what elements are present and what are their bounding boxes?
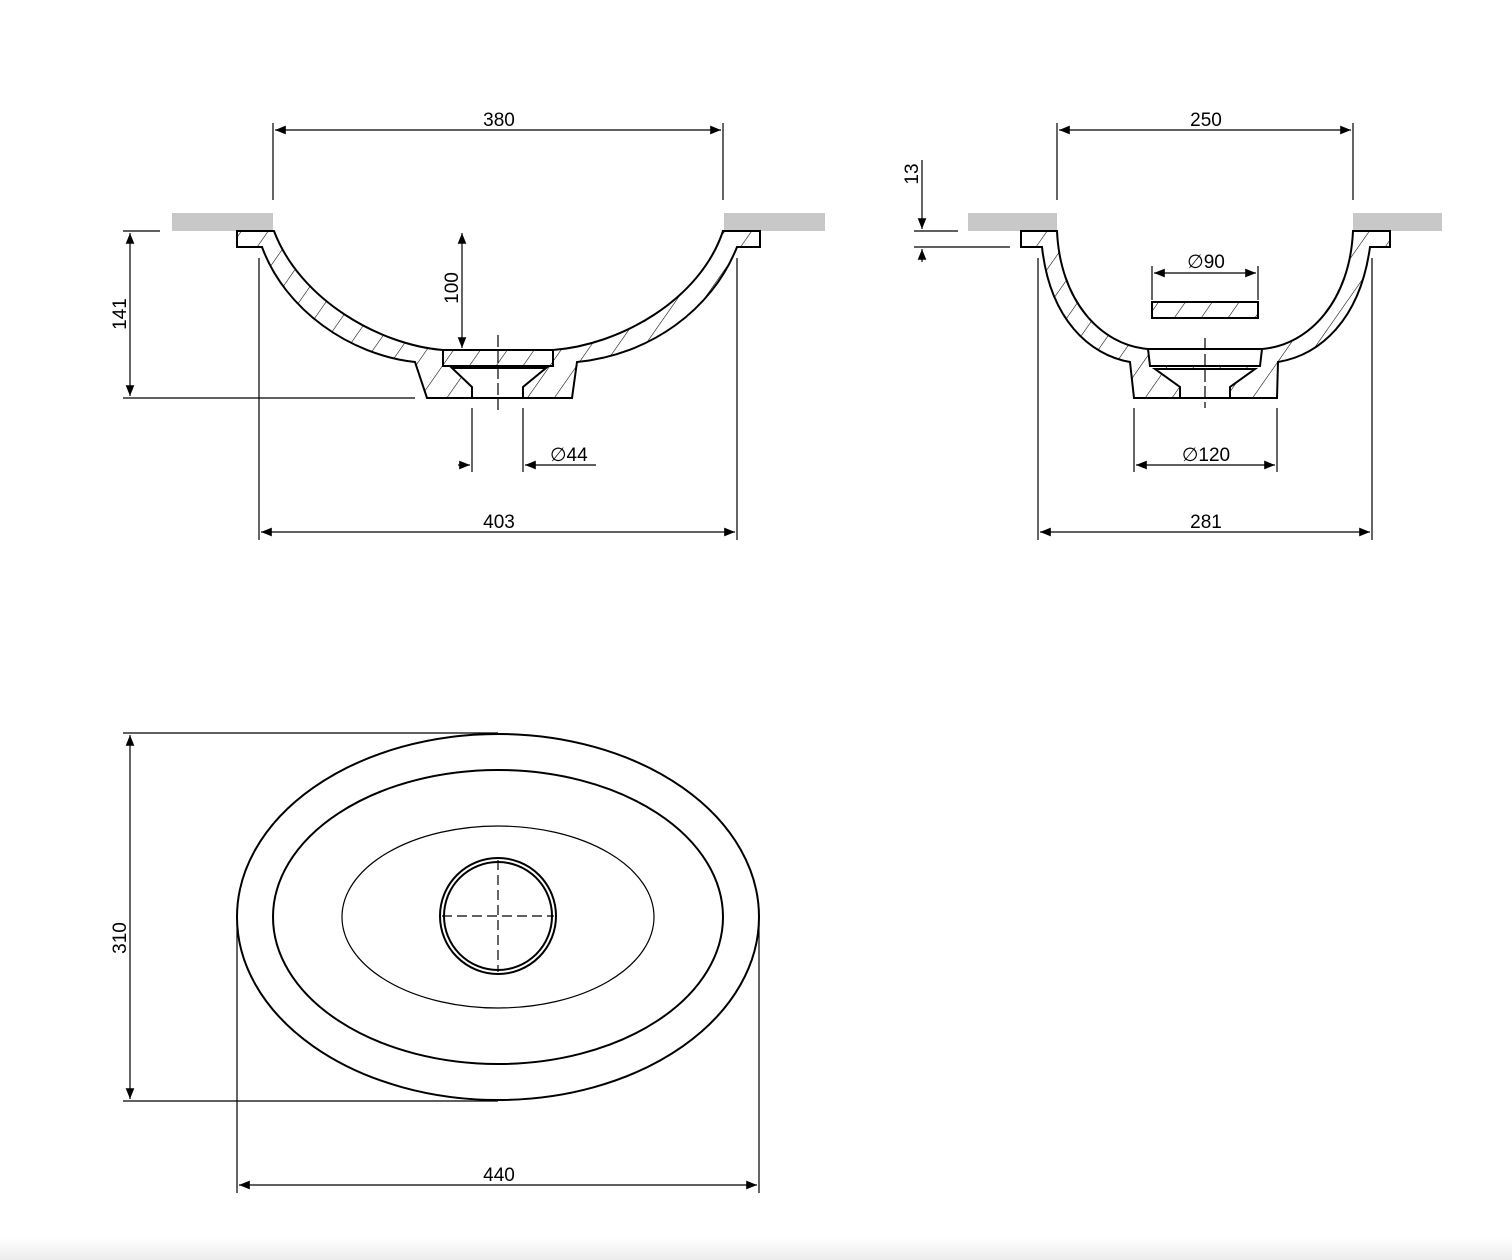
dim-flange: 13 xyxy=(902,163,923,184)
drain-hole xyxy=(1151,368,1259,399)
dim-outer-width: 281 xyxy=(1190,512,1222,533)
countertop-right xyxy=(724,213,825,231)
front-dimensions: 380 100 141 ∅44 403 xyxy=(110,110,738,540)
inner-rim xyxy=(272,769,724,1065)
dim-depth: 310 xyxy=(110,922,131,954)
bottom-edge xyxy=(0,1238,1512,1260)
outer-rim xyxy=(236,733,760,1101)
side-section-view: 250 13 ∅90 ∅120 281 xyxy=(902,110,1442,540)
drain-hole xyxy=(449,367,549,399)
basin-wall-section xyxy=(1020,230,1391,399)
drain-plug xyxy=(1151,301,1259,319)
dim-drain: ∅44 xyxy=(550,445,588,466)
dim-depth: 100 xyxy=(442,272,463,304)
dim-outer-width: 403 xyxy=(483,512,515,533)
dim-height: 141 xyxy=(110,298,131,330)
plan-dimensions: 310 440 xyxy=(110,732,760,1193)
plan-view: 310 440 xyxy=(110,732,760,1193)
countertop-left xyxy=(968,213,1057,231)
dim-top-width: 380 xyxy=(483,110,515,131)
side-dimensions: 250 13 ∅90 ∅120 281 xyxy=(902,110,1373,540)
countertop-left xyxy=(172,213,273,231)
basin-floor xyxy=(341,825,655,1009)
dim-base: ∅120 xyxy=(1182,445,1230,466)
drain-outer xyxy=(439,857,557,975)
dim-width: 440 xyxy=(483,1165,515,1186)
dim-top-width: 250 xyxy=(1190,110,1222,131)
countertop-right xyxy=(1353,213,1442,231)
front-section-view: 380 100 141 ∅44 403 xyxy=(110,110,825,540)
dim-plug: ∅90 xyxy=(1187,252,1225,273)
